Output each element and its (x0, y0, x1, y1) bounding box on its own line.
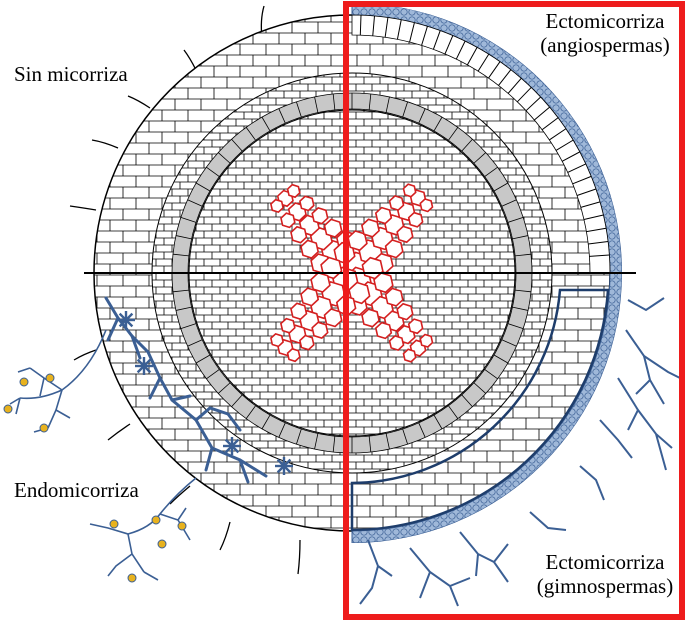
label-ectomicorriza-gimnospermas: Ectomicorriza (gimnospermas) (530, 550, 680, 598)
label-ectomicorriza-gimno-line2: (gimnospermas) (536, 574, 674, 598)
hartig-net-gymnosperm (350, 288, 610, 531)
external-hyphae-right (359, 297, 685, 607)
label-endomicorriza: Endomicorriza (14, 478, 139, 502)
ectomycorrhiza-highlight-box (343, 1, 685, 620)
label-ectomicorriza-angio-line1: Ectomicorriza (545, 9, 665, 33)
vascular-tissue (270, 183, 434, 363)
hartig-net (359, 15, 610, 257)
external-hyphae-left (9, 329, 197, 581)
arbuscule-icons (117, 311, 293, 475)
label-ectomicorriza-gimno-line1: Ectomicorriza (545, 550, 665, 574)
label-ectomicorriza-angiospermas: Ectomicorriza (angiospermas) (530, 9, 680, 57)
spores (3, 373, 187, 583)
label-sin-micorriza: Sin micorriza (14, 62, 128, 86)
label-ectomicorriza-angio-line2: (angiospermas) (540, 33, 670, 57)
